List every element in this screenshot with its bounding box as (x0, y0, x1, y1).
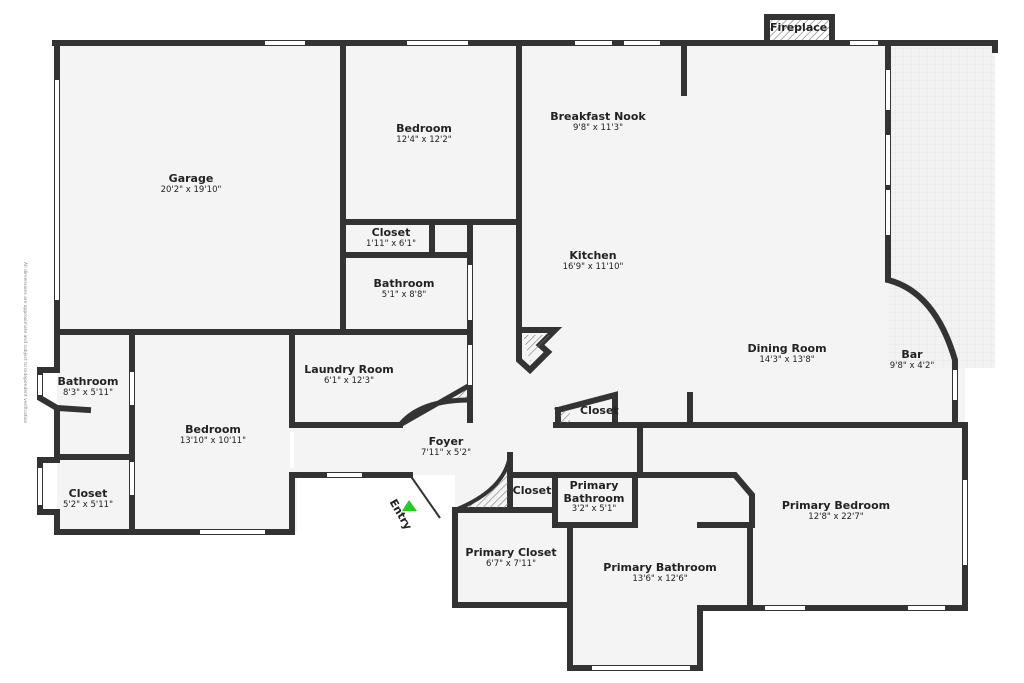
disclaimer: All dimensions are approximate and subje… (22, 262, 27, 424)
patio (888, 43, 995, 368)
kitchen-hatch (523, 335, 552, 362)
floor-fill (57, 43, 995, 668)
fireplace-label: Fireplace (770, 21, 828, 34)
closet-foyer-label: Closet (512, 484, 552, 497)
windows (38, 41, 967, 670)
closet-kitchen-label: Closet (580, 404, 619, 417)
closet-hatch (560, 410, 570, 423)
laundry-hatch (398, 380, 473, 428)
foyer-hatch (454, 454, 512, 512)
entry-marker-icon (402, 500, 417, 511)
fireplace (770, 20, 829, 40)
entry-door (409, 474, 441, 519)
